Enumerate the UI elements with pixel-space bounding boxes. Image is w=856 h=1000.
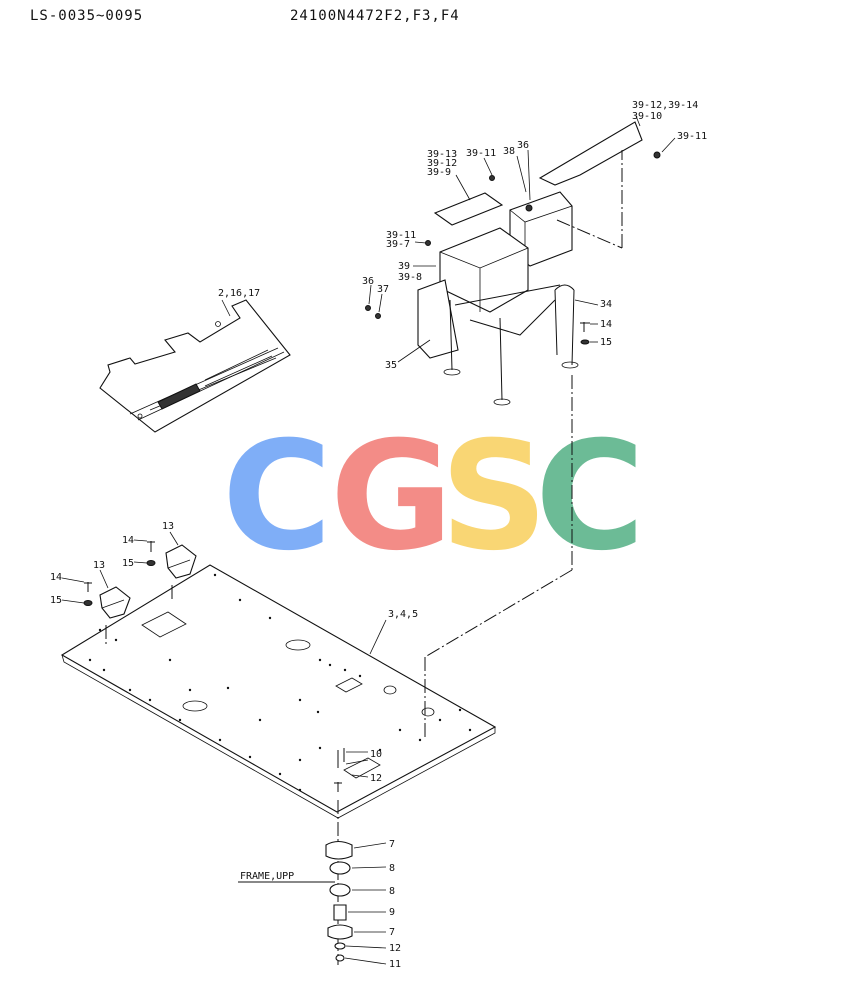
watermark-letter-c2: C bbox=[535, 410, 645, 584]
label-39-12: 39-12 bbox=[427, 158, 457, 169]
cab-mount-stack bbox=[238, 800, 353, 965]
label-13-left: 13 bbox=[93, 560, 105, 571]
label-37: 37 bbox=[377, 284, 389, 295]
leader-lines bbox=[61, 115, 676, 965]
label-8-upper: 8 bbox=[389, 863, 395, 874]
label-10: 10 bbox=[370, 749, 382, 760]
label-39: 39 bbox=[398, 261, 410, 272]
label-8-lower: 8 bbox=[389, 886, 395, 897]
seat-bracket-left bbox=[99, 586, 131, 619]
floor-bolts bbox=[334, 748, 345, 792]
label-39-7: 39-7 bbox=[386, 239, 410, 250]
watermark-letter-g: G bbox=[330, 410, 453, 584]
label-11: 11 bbox=[389, 959, 401, 970]
label-38: 38 bbox=[503, 146, 515, 157]
watermark-letter-s: S bbox=[440, 410, 548, 584]
label-39-9: 39-9 bbox=[427, 167, 451, 178]
bracket-fasteners bbox=[83, 541, 156, 606]
label-12-floor: 12 bbox=[370, 773, 382, 784]
label-13-right: 13 bbox=[162, 521, 174, 532]
label-14-right: 14 bbox=[122, 535, 134, 546]
label-14-stand: 14 bbox=[600, 319, 612, 330]
assembly-centerlines bbox=[105, 150, 623, 740]
label-39-12-39-14: 39-12,39-14 bbox=[632, 100, 698, 111]
label-frame-upp: FRAME,UPP bbox=[240, 871, 294, 882]
watermark: C G S C bbox=[222, 410, 645, 584]
label-39-8: 39-8 bbox=[398, 272, 422, 283]
label-7-lower: 7 bbox=[389, 927, 395, 938]
label-39-10: 39-10 bbox=[632, 111, 662, 122]
floor-mat bbox=[99, 299, 291, 433]
battery-box-assembly bbox=[365, 121, 661, 406]
label-36-side: 36 bbox=[362, 276, 374, 287]
label-14-left: 14 bbox=[50, 572, 62, 583]
label-39-11-top: 39-11 bbox=[677, 131, 707, 142]
label-floor-plate: 3,4,5 bbox=[388, 609, 418, 620]
label-39-13: 39-13 bbox=[427, 149, 457, 160]
assembly-part-number: 24100N4472F2,F3,F4 bbox=[290, 8, 460, 24]
label-9: 9 bbox=[389, 907, 395, 918]
watermark-letter-c1: C bbox=[222, 410, 332, 584]
label-34: 34 bbox=[600, 299, 612, 310]
label-7-upper: 7 bbox=[389, 839, 395, 850]
label-mat: 2,16,17 bbox=[218, 288, 260, 299]
catalog-serial-range: LS-0035~0095 bbox=[30, 8, 144, 24]
label-39-11-side: 39-11 bbox=[386, 230, 416, 241]
callout-labels: 2,16,17 39-12,39-14 39-10 39-11 39-13 39… bbox=[50, 100, 707, 970]
seat-bracket-right bbox=[165, 544, 197, 579]
label-35: 35 bbox=[385, 360, 397, 371]
label-15-right: 15 bbox=[122, 558, 134, 569]
label-15-stand: 15 bbox=[600, 337, 612, 348]
label-12-lower: 12 bbox=[389, 943, 401, 954]
label-39-11-lid: 39-11 bbox=[466, 148, 496, 159]
label-15-left: 15 bbox=[50, 595, 62, 606]
floor-plate-holes bbox=[88, 573, 472, 792]
label-36-top: 36 bbox=[517, 140, 529, 151]
